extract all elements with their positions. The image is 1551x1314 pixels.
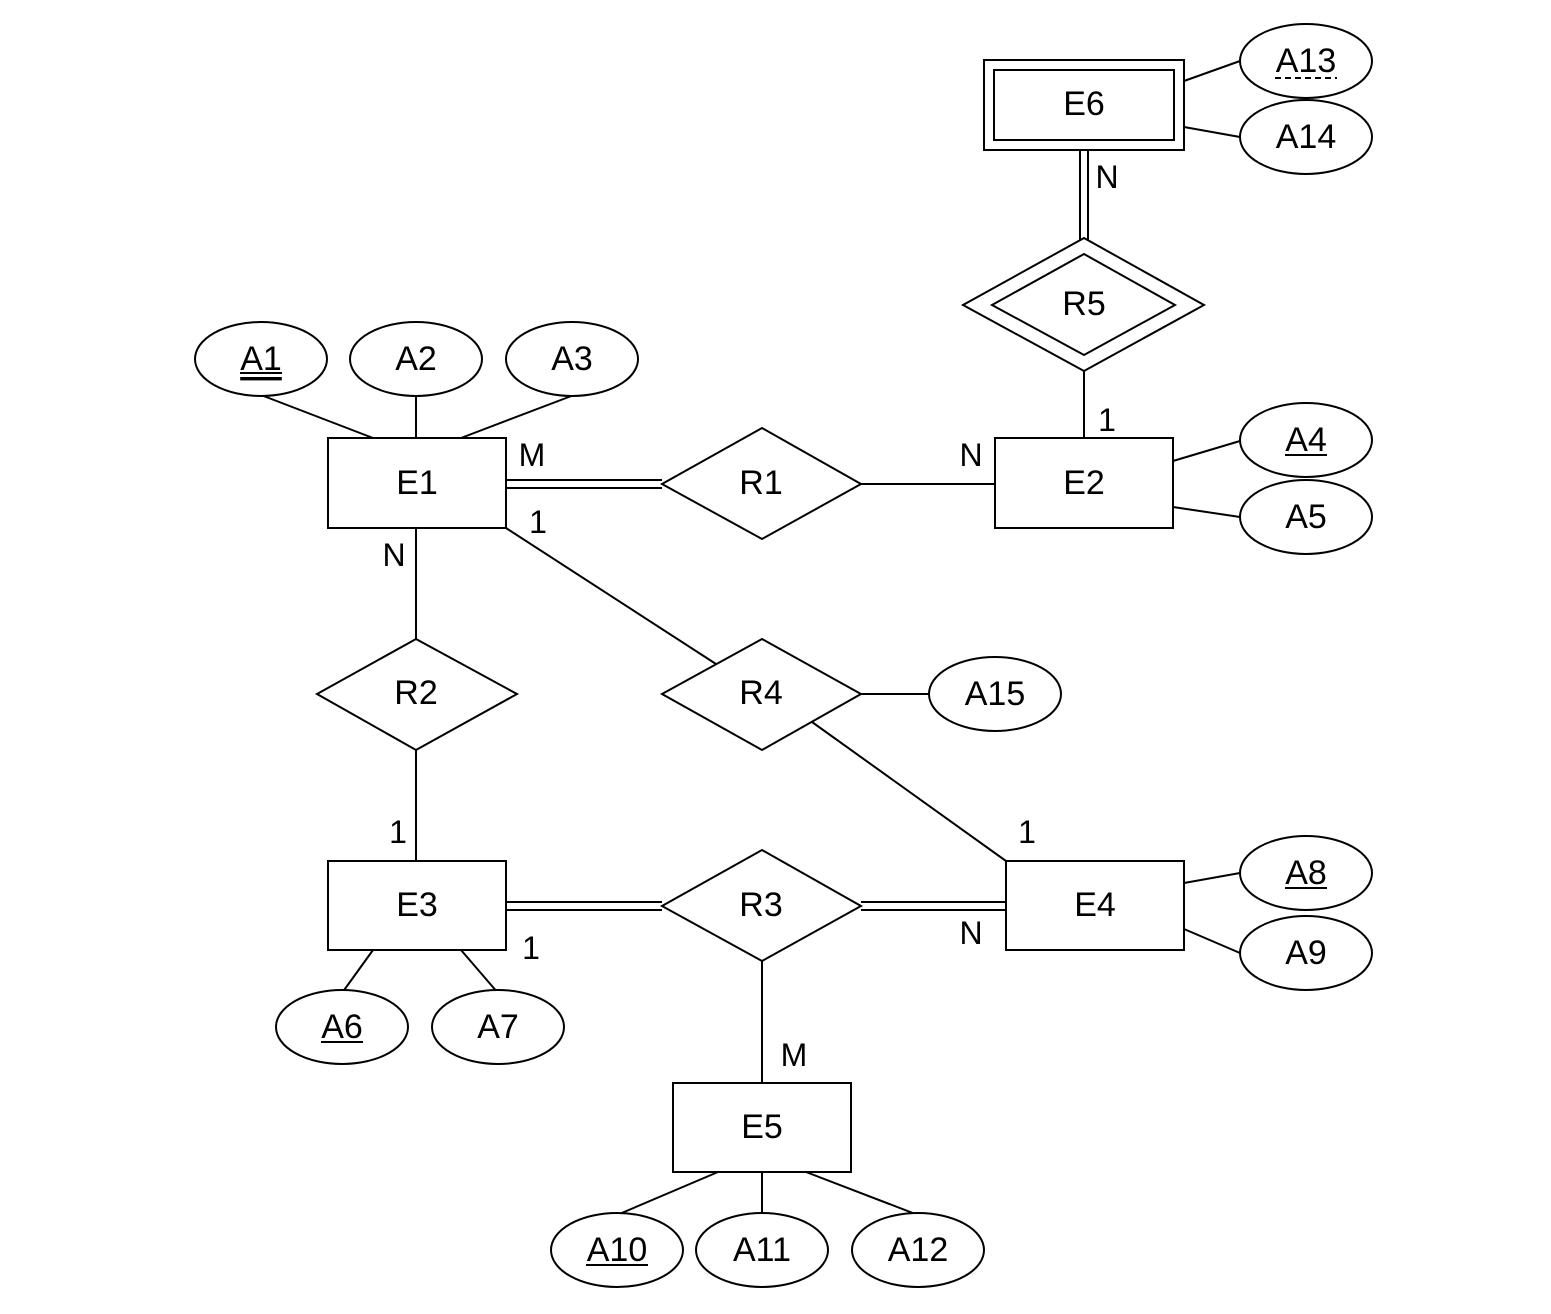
link-e1-r4 (505, 527, 717, 665)
attribute-a8-label: A8 (1285, 854, 1327, 892)
entity-e5-label: E5 (741, 1108, 783, 1146)
cardinality-e4-r3: N (959, 915, 982, 951)
attribute-a2-label: A2 (395, 340, 437, 378)
attribute-a14-label: A14 (1276, 118, 1337, 156)
relationship-r5-label: R5 (1062, 285, 1105, 323)
relationship-r1-label: R1 (739, 464, 782, 502)
attribute-a15: A15 (928, 656, 1062, 732)
attribute-a8: A8 (1239, 835, 1373, 911)
link-e3-a6 (341, 949, 374, 994)
attribute-a11-label: A11 (733, 1231, 791, 1269)
attribute-a1: A1 (194, 321, 328, 397)
attribute-a14: A14 (1239, 99, 1373, 175)
entity-e1-label: E1 (396, 464, 438, 502)
attribute-a15-label: A15 (965, 675, 1026, 713)
attribute-a2: A2 (349, 321, 483, 397)
link-e1-a1 (260, 394, 374, 439)
link-e6-a14 (1183, 126, 1241, 138)
entity-e4: E4 (1005, 860, 1185, 951)
entity-e3-label: E3 (396, 886, 438, 924)
entity-e2-label: E2 (1063, 464, 1105, 502)
entity-e6-label: E6 (1063, 85, 1105, 123)
link-e3-a7 (460, 949, 499, 994)
attribute-a1-label: A1 (240, 340, 282, 378)
cardinality-e1-r4: 1 (529, 504, 547, 540)
link-e6-a13 (1183, 60, 1241, 82)
relationship-r4: R4 (659, 637, 864, 752)
cardinality-e2-r1: N (959, 437, 982, 473)
link-r4-e4 (811, 721, 1007, 862)
attribute-a13-label: A13 (1276, 42, 1337, 80)
attribute-a9: A9 (1239, 915, 1373, 991)
attribute-a10-label: A10 (587, 1231, 648, 1269)
attribute-a5: A5 (1239, 479, 1373, 555)
attribute-a3: A3 (505, 321, 639, 397)
cardinality-e5-r3: M (781, 1037, 808, 1073)
attribute-a4: A4 (1239, 402, 1373, 478)
entity-e3: E3 (327, 860, 507, 951)
relationship-r3: R3 (659, 848, 864, 963)
relationship-r4-label: R4 (739, 674, 782, 712)
cardinality-e3-r3: 1 (522, 930, 540, 966)
relationship-r2-label: R2 (394, 674, 437, 712)
cardinality-e1-r2: N (382, 537, 405, 573)
link-e4-a8 (1183, 872, 1241, 884)
cardinality-e2-r5: 1 (1098, 402, 1116, 438)
attribute-a3-label: A3 (551, 340, 593, 378)
attribute-a10: A10 (550, 1212, 684, 1288)
attribute-a7: A7 (431, 989, 565, 1065)
weak-entity-e6: E6 (983, 59, 1185, 151)
cardinality-e1-r1: M (519, 437, 546, 473)
attribute-a6: A6 (275, 989, 409, 1065)
cardinality-labels: M N 1 N 1 1 N 1 M N 1 (382, 159, 1118, 1073)
relationship-r2: R2 (314, 637, 520, 752)
relationship-r1: R1 (659, 426, 864, 541)
link-e5-a10 (616, 1171, 719, 1216)
link-e2-a4 (1172, 440, 1241, 462)
attribute-a11: A11 (695, 1212, 829, 1288)
connectors (260, 60, 1241, 1216)
attribute-a12: A12 (851, 1212, 985, 1288)
attribute-a5-label: A5 (1285, 498, 1327, 536)
attribute-a4-label: A4 (1285, 421, 1327, 459)
relationship-r3-label: R3 (739, 886, 782, 924)
link-e5-a12 (805, 1171, 919, 1216)
entity-e2: E2 (994, 437, 1174, 529)
link-e1-a3 (460, 394, 575, 439)
cardinality-e4-r4: 1 (1018, 814, 1036, 850)
attribute-a7-label: A7 (477, 1008, 519, 1046)
cardinality-e6-r5: N (1095, 159, 1118, 195)
link-e2-a5 (1172, 506, 1241, 518)
attribute-a12-label: A12 (888, 1231, 949, 1269)
attribute-a9-label: A9 (1285, 934, 1327, 972)
entity-e4-label: E4 (1074, 886, 1116, 924)
entity-e1: E1 (327, 437, 507, 529)
entity-e5: E5 (672, 1082, 852, 1173)
attribute-a13: A13 (1239, 23, 1373, 99)
link-e4-a9 (1183, 928, 1241, 954)
identifying-relationship-r5: R5 (960, 236, 1207, 373)
cardinality-e3-r2: 1 (389, 814, 407, 850)
attribute-a6-label: A6 (321, 1008, 363, 1046)
